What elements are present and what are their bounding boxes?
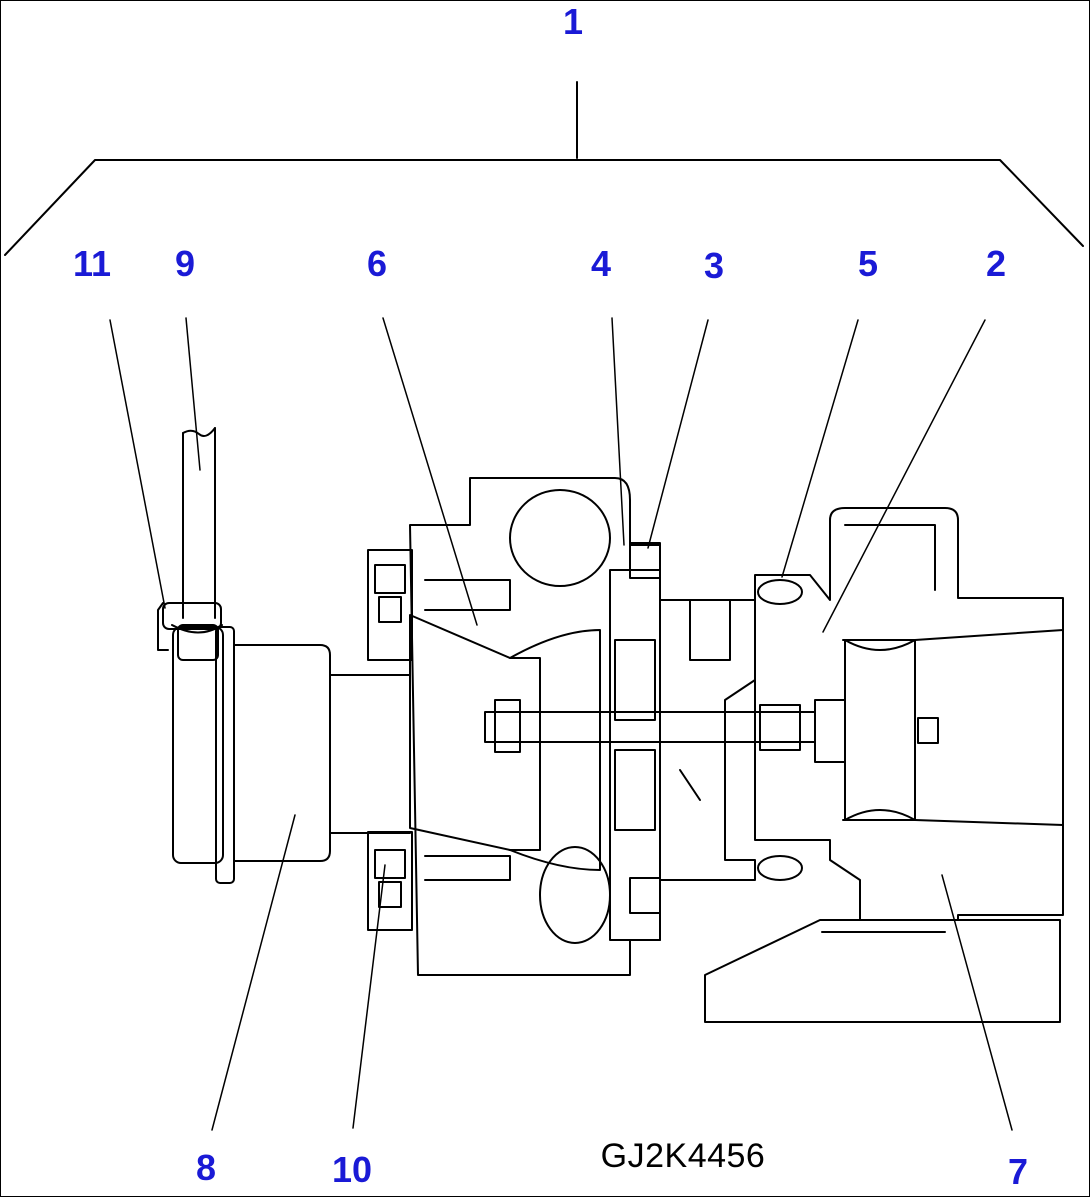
callout-11: 11 — [72, 243, 112, 284]
hose — [171, 427, 223, 634]
mounting-flange — [367, 549, 413, 931]
leader-2 — [822, 319, 986, 633]
actuator-canister — [172, 626, 411, 884]
callout-4: 4 — [590, 243, 612, 284]
leader-4 — [611, 317, 625, 546]
callout-10: 10 — [331, 1149, 373, 1190]
callout-7: 7 — [1007, 1151, 1029, 1192]
callout-5: 5 — [857, 243, 879, 284]
turbine-housing — [704, 507, 1064, 1023]
callout-2: 2 — [985, 243, 1007, 284]
callout-1: 1 — [562, 1, 584, 42]
leader-lines — [109, 317, 1013, 1131]
callout-9: 9 — [174, 243, 196, 284]
leader-9 — [185, 317, 201, 471]
callout-8: 8 — [195, 1147, 217, 1188]
hose-clamp — [157, 602, 222, 661]
leader-5 — [781, 319, 859, 578]
center-housing — [609, 542, 756, 941]
compressor-housing — [409, 477, 661, 976]
leader-11 — [109, 319, 166, 609]
leader-6 — [382, 317, 478, 626]
assembly-bracket — [4, 81, 1084, 256]
callout-3: 3 — [703, 245, 725, 286]
leader-8 — [211, 814, 296, 1131]
leader-3 — [647, 319, 709, 549]
callout-6: 6 — [366, 243, 388, 284]
leader-10 — [352, 864, 386, 1129]
rotor-shaft — [484, 699, 846, 763]
leader-7 — [941, 874, 1013, 1131]
drawing-code: GJ2K4456 — [600, 1137, 766, 1175]
